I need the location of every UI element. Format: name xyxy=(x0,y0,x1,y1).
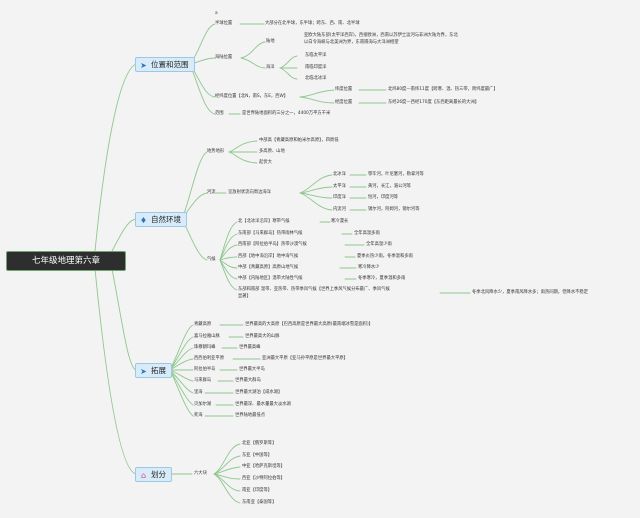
node-latlon-label[interactable]: 经纬度位置【北N，南S，东E，西W】 xyxy=(215,94,289,99)
node-extend-3[interactable]: 珠穆朗玛峰 xyxy=(194,345,216,350)
node-river-text[interactable]: 呈放射状流向周边海洋 xyxy=(228,190,271,195)
node-climate-3[interactable]: 西南部【阿拉伯半岛】热带沙漠气候 xyxy=(238,242,307,247)
node-extend-5[interactable]: 阿拉伯半岛 xyxy=(194,367,216,372)
node-land-text1[interactable]: 亚欧大陆东部(太平洋西岸)，西接欧洲，西南以苏伊士运河与非洲大陆为界，东北 xyxy=(304,33,458,38)
node-extend-6[interactable]: 马来群岛 xyxy=(194,378,212,383)
topic-label: 位置和范围 xyxy=(151,60,189,69)
node-inland-rivers[interactable]: 锡尔河，阿姆河，锡尔河等 xyxy=(368,207,420,212)
node-semi-label[interactable]: 半球位置 xyxy=(215,21,233,26)
node-region-south[interactable]: 南亚【印度等】 xyxy=(242,488,273,493)
node-extend-8-desc[interactable]: 世界最深、最水量最大淡水湖 xyxy=(235,402,291,407)
node-climate-6-desc[interactable]: 冬季寒冷，夏季温和多雨 xyxy=(358,276,406,281)
node-climate-1[interactable]: 北【北冰洋沿岸】寒带气候 xyxy=(238,219,290,224)
node-extend-1-desc[interactable]: 世界最高的大高原【巴西高原是世界最大高原(最南端冰雪是面积)】 xyxy=(245,322,373,327)
node-indian[interactable]: 印度洋 xyxy=(333,195,346,200)
node-sealand-label[interactable]: 海陆位置 xyxy=(215,55,233,60)
node-extend-3-desc[interactable]: 世界最高峰 xyxy=(239,345,261,350)
node-climate-2[interactable]: 东南部【马来群岛】热带雨林气候 xyxy=(238,231,303,236)
node-region-southeast[interactable]: 东南亚【泰国等】 xyxy=(242,500,277,505)
node-marker[interactable]: a xyxy=(215,11,218,16)
node-ocean-south[interactable]: 南临印度洋 xyxy=(305,65,327,70)
node-extend-2-desc[interactable]: 世界最高大的山脉 xyxy=(245,334,280,339)
paper-plane-icon: ➤ xyxy=(140,61,147,70)
node-lat-text[interactable]: 北纬80度—南纬11度【跨寒、温、热三带，跨纬度最广】 xyxy=(388,87,498,92)
node-arctic-rivers[interactable]: 鄂毕河，叶尼塞河，勒拿河等 xyxy=(368,172,424,177)
node-climate-5-desc[interactable]: 寒冷降水少 xyxy=(358,265,380,270)
node-pacific[interactable]: 太平洋 xyxy=(333,184,346,189)
node-extend-9-desc[interactable]: 世界陆地最低点 xyxy=(235,413,266,418)
node-indian-rivers[interactable]: 恒河，印度河等 xyxy=(368,195,399,200)
node-lat-label[interactable]: 纬度位置 xyxy=(335,87,353,92)
node-region-east[interactable]: 东亚【中国等】 xyxy=(242,453,273,458)
flame-icon: ♦ xyxy=(139,216,148,225)
node-climate-7-desc[interactable]: 冬季北风降水少，夏季南风降水多；雨热同期，但降水不稳定 xyxy=(472,290,589,295)
topic-extend[interactable]: ➤ 拓展 xyxy=(135,363,172,378)
node-extend-4[interactable]: 西西伯利亚平原 xyxy=(194,356,225,361)
node-climate-1-desc[interactable]: 寒冷漫长 xyxy=(331,219,349,224)
node-land-label[interactable]: 陆地 xyxy=(266,39,275,44)
topic-location[interactable]: ➤ 位置和范围 xyxy=(135,57,195,72)
node-pacific-rivers[interactable]: 黄河，长江，湄公河等 xyxy=(368,184,411,189)
topic-label: 拓展 xyxy=(151,366,166,375)
node-climate-2-desc[interactable]: 全年高温多雨 xyxy=(354,231,380,236)
node-region-central[interactable]: 中亚【哈萨克斯坦等】 xyxy=(242,464,285,469)
node-range-text[interactable]: 是世界陆地面积的三分之一，4400万平方千米 xyxy=(242,111,331,116)
paper-plane-icon: ➤ xyxy=(140,367,147,376)
node-ocean-north[interactable]: 北临北冰洋 xyxy=(305,76,327,81)
node-extend-7[interactable]: 里海 xyxy=(194,390,203,395)
node-region-west[interactable]: 西亚【沙特阿拉伯等】 xyxy=(242,476,285,481)
node-extend-2[interactable]: 喜马拉雅山脉 xyxy=(194,334,220,339)
node-lon-label[interactable]: 经度位置 xyxy=(335,100,353,105)
node-climate-4-desc[interactable]: 夏季炎热少雨，冬季温和多雨 xyxy=(357,254,413,259)
node-terrain-1[interactable]: 中部高【青藏高原和帕米尔高原】，四周低 xyxy=(259,138,339,143)
node-range-label[interactable]: 范围 xyxy=(215,111,224,116)
node-extend-8[interactable]: 贝加尔湖 xyxy=(194,402,212,407)
node-climate-7-cont[interactable]: 显著】 xyxy=(238,294,251,299)
node-climate-7[interactable]: 东部和南部 温带、亚热带、热带季风气候【世界上季风气候分布最广、季风气候 xyxy=(238,287,390,292)
node-region-north[interactable]: 北亚【俄罗斯等】 xyxy=(242,441,277,446)
node-terrain-label[interactable]: 地势地形 xyxy=(207,149,225,154)
node-land-text2[interactable]: 以白令海峡与北美洲为界，东南隔海与大洋洲相望 xyxy=(304,40,399,45)
node-extend-1[interactable]: 青藏高原 xyxy=(194,322,212,327)
node-extend-7-desc[interactable]: 世界最大湖泊【咸水湖】 xyxy=(235,390,283,395)
topic-label: 自然环境 xyxy=(151,215,181,224)
topic-nature[interactable]: ♦自然环境 xyxy=(135,212,187,227)
node-extend-4-desc[interactable]: 亚洲最大平原【亚马孙平原是世界最大平原】 xyxy=(262,356,348,361)
node-climate-5[interactable]: 中部【青藏高原】高原山地气候 xyxy=(238,265,299,270)
node-semi-text[interactable]: 大部分在北半球，东半球；跨东、西、南、北半球 xyxy=(265,21,360,26)
node-ocean-east[interactable]: 东临太平洋 xyxy=(305,53,327,58)
root-node[interactable]: 七年级地理第六章 xyxy=(6,251,126,271)
node-inland[interactable]: 内流河 xyxy=(333,207,346,212)
node-climate-4[interactable]: 西部【地中海沿岸】地中海气候 xyxy=(238,254,299,259)
node-ocean-label[interactable]: 海洋 xyxy=(266,65,275,70)
node-river-label[interactable]: 河流 xyxy=(207,190,216,195)
node-extend-6-desc[interactable]: 世界最大群岛 xyxy=(235,378,261,383)
node-terrain-2[interactable]: 多高原、山地 xyxy=(259,149,285,154)
node-extend-9[interactable]: 死海 xyxy=(194,413,203,418)
node-climate-label[interactable]: 气候 xyxy=(207,257,216,262)
node-climate-3-desc[interactable]: 全年高温少雨 xyxy=(366,242,392,247)
node-divide-label[interactable]: 六大块 xyxy=(194,471,207,476)
topic-divide[interactable]: ⌂ 划分 xyxy=(135,467,172,482)
node-extend-5-desc[interactable]: 世界最大半岛 xyxy=(239,367,265,372)
home-icon: ⌂ xyxy=(140,471,147,480)
node-terrain-3[interactable]: 起伏大 xyxy=(259,160,272,165)
node-lon-text[interactable]: 东经26度—西经170度【东西距离最长的大洲】 xyxy=(388,100,480,105)
topic-label: 划分 xyxy=(151,470,166,479)
node-arctic[interactable]: 北冰洋 xyxy=(333,172,346,177)
node-climate-6[interactable]: 中部【内陆地区】温带大陆性气候 xyxy=(238,276,303,281)
